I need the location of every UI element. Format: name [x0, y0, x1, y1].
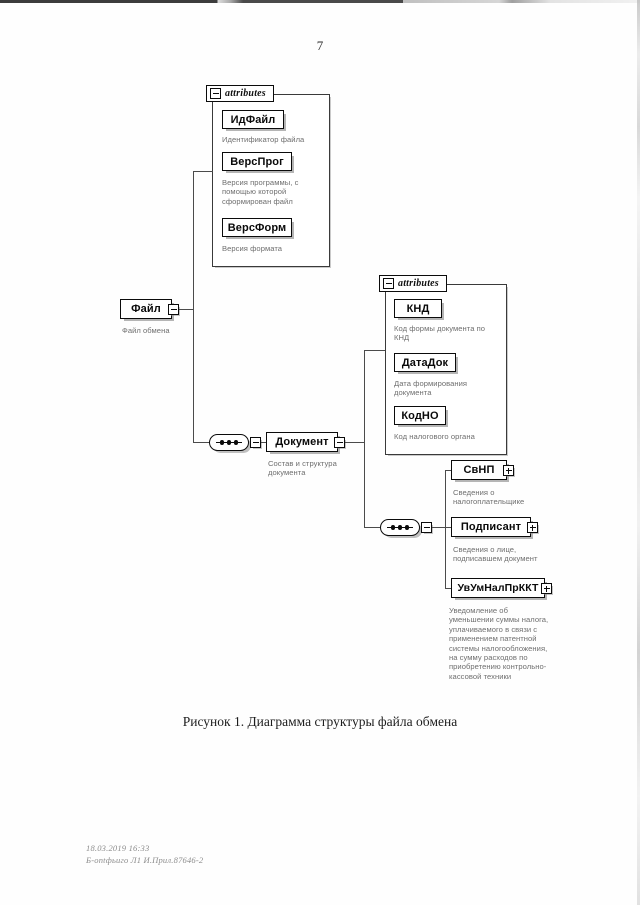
desc-idfail: Идентификатор файла: [222, 135, 305, 144]
node-idfail[interactable]: ИдФайл: [222, 110, 284, 129]
desc-podpisant: Сведения о лице, подписавшем документ: [453, 545, 538, 564]
connector: [193, 309, 195, 443]
sequence-bar: [387, 525, 413, 530]
footer-timestamp: 18.03.2019 16:33: [86, 843, 150, 853]
node-kodno[interactable]: КодНО: [394, 406, 446, 425]
connector: [364, 442, 366, 528]
connector: [364, 350, 366, 443]
node-svnp-expand-icon[interactable]: [503, 465, 514, 476]
sequence-dot: [227, 440, 232, 445]
connector: [364, 350, 386, 352]
desc-datadok: Дата формирования документа: [394, 379, 468, 398]
desc-kodno: Код налогового органа: [394, 432, 475, 441]
node-uvumnalprkkt[interactable]: УвУмНалПрККТ: [451, 578, 545, 598]
node-versprog[interactable]: ВерсПрог: [222, 152, 292, 171]
file-attributes-tab[interactable]: attributes: [206, 85, 274, 102]
node-dokument[interactable]: Документ: [266, 432, 338, 452]
connector: [261, 442, 267, 444]
sequence-connector-2[interactable]: [380, 519, 420, 536]
sequence-2-collapse-icon[interactable]: [421, 522, 432, 533]
connector: [193, 442, 210, 444]
connector: [445, 470, 452, 472]
figure-caption: Рисунок 1. Диаграмма структуры файла обм…: [182, 714, 458, 729]
document-attributes-tab[interactable]: attributes: [379, 275, 447, 292]
scan-edge-top: [0, 0, 640, 3]
desc-versprog: Версия программы, с помощью которой сфор…: [222, 178, 299, 206]
node-fail[interactable]: Файл: [120, 299, 172, 319]
connector: [445, 527, 447, 589]
connector: [193, 171, 195, 310]
sequence-dot: [405, 525, 410, 530]
connector: [345, 442, 365, 444]
node-dokument-collapse-icon[interactable]: [334, 437, 345, 448]
attributes-label: attributes: [225, 88, 266, 99]
connector: [445, 470, 447, 528]
sequence-1-collapse-icon[interactable]: [250, 437, 261, 448]
footer-reference: Б-ontфьиго Л1 И.Прил.87646-2: [86, 855, 204, 865]
node-knd[interactable]: КНД: [394, 299, 442, 318]
collapse-minus-icon[interactable]: [383, 278, 394, 289]
desc-svnp: Сведения о налогоплательщике: [453, 488, 525, 507]
connector: [432, 527, 446, 529]
sequence-bar: [216, 440, 242, 445]
node-fail-collapse-icon[interactable]: [168, 304, 179, 315]
sequence-dot: [391, 525, 396, 530]
node-versform[interactable]: ВерсФорм: [222, 218, 292, 237]
sequence-dot: [234, 440, 239, 445]
node-datadok[interactable]: ДатаДок: [394, 353, 456, 372]
node-svnp[interactable]: СвНП: [451, 460, 507, 480]
connector: [364, 527, 381, 529]
connector: [445, 588, 452, 590]
desc-versform: Версия формата: [222, 244, 283, 253]
sequence-dot: [220, 440, 225, 445]
node-podpisant-expand-icon[interactable]: [527, 522, 538, 533]
node-podpisant[interactable]: Подписант: [451, 517, 531, 537]
desc-fail: Файл обмена: [122, 326, 170, 335]
desc-knd: Код формы документа по КНД: [394, 324, 486, 343]
desc-uvumnalprkkt: Уведомление об уменьшении суммы налога, …: [449, 606, 549, 681]
connector: [193, 171, 213, 173]
sequence-connector-1[interactable]: [209, 434, 249, 451]
connector: [445, 527, 452, 529]
scan-edge-right: [637, 0, 640, 905]
connector: [179, 309, 194, 311]
page-number: 7: [316, 38, 324, 53]
sequence-dot: [398, 525, 403, 530]
desc-dokument: Состав и структура документа: [268, 459, 337, 478]
node-uvumnalprkkt-expand-icon[interactable]: [541, 583, 552, 594]
collapse-minus-icon[interactable]: [210, 88, 221, 99]
attributes-label: attributes: [398, 278, 439, 289]
